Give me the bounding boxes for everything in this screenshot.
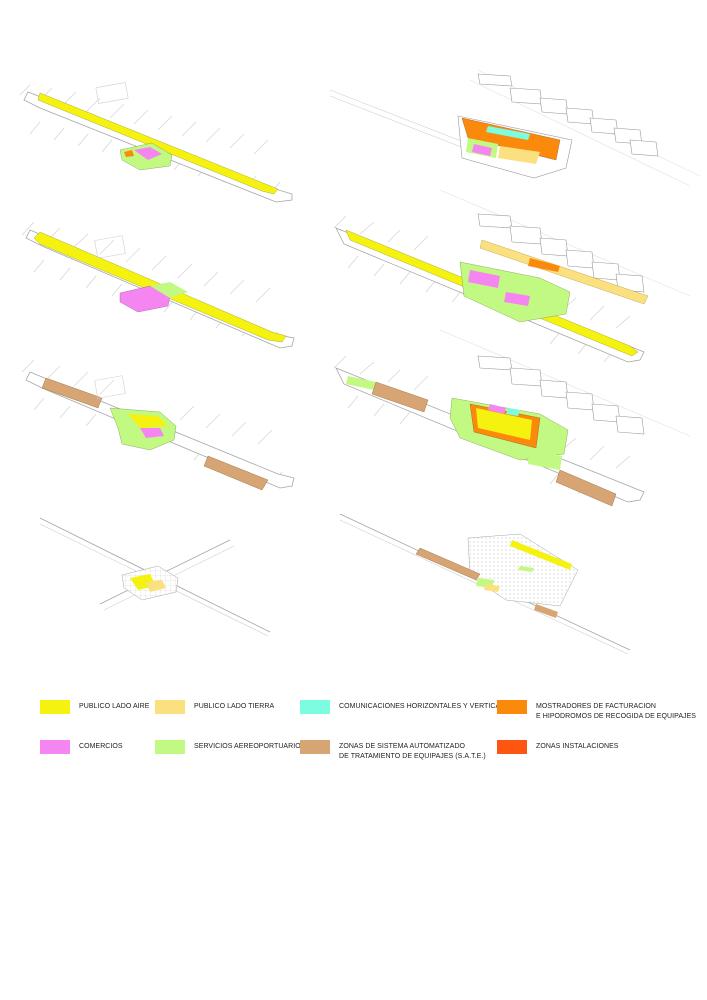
- legend-item-publico-lado-aire: PUBLICO LADO AIRE: [40, 700, 150, 714]
- legend-item-sate: ZONAS DE SISTEMA AUTOMATIZADO DE TRATAMI…: [300, 740, 486, 762]
- left-plan-level-3: [21, 359, 295, 491]
- sate-zone-west: [41, 377, 103, 409]
- legend-label: ZONAS INSTALACIONES: [536, 743, 619, 750]
- legend-swatch: [155, 740, 185, 754]
- legend-swatch: [155, 700, 185, 714]
- axonometric-plans: [19, 69, 701, 655]
- comercios-zone-2: [504, 292, 530, 306]
- publico-lado-aire-zone: [510, 540, 572, 570]
- right-plan-level-1: [329, 69, 701, 187]
- right-plan-level-2: [333, 189, 691, 363]
- legend: PUBLICO LADO AIRE PUBLICO LADO TIERRA COMU…: [0, 680, 707, 780]
- sate-zone-east: [203, 455, 269, 491]
- right-plan-level-4: [339, 513, 631, 655]
- left-plan-level-1: [19, 82, 293, 203]
- comunicaciones-zone: [486, 126, 530, 140]
- mostradores-zone: [124, 150, 134, 157]
- comercios-zone: [140, 428, 164, 438]
- legend-swatch: [497, 740, 527, 754]
- connector: [94, 235, 126, 259]
- comunicaciones-zone: [506, 408, 520, 416]
- right-plan-level-3: [333, 329, 691, 507]
- publico-lado-tierra-zone: [479, 239, 649, 305]
- legend-item-mostradores: MOSTRADORES DE FACTURACION E HIPODROMOS …: [497, 700, 697, 722]
- servicios-zone-2: [518, 566, 534, 572]
- publico-lado-aire-zone: [476, 408, 532, 440]
- gate-stands: [333, 355, 631, 503]
- legend-item-comunicaciones: COMUNICACIONES HORIZONTALES Y VERTICALES: [300, 700, 514, 714]
- sate-zone-east: [555, 469, 617, 507]
- legend-item-instalaciones: ZONAS INSTALACIONES: [497, 740, 619, 754]
- left-plan-level-4: [39, 517, 271, 637]
- legend-swatch: [40, 740, 70, 754]
- servicios-zone-south: [528, 450, 562, 470]
- publico-lado-aire-zone: [37, 92, 279, 195]
- parking-blocks: [477, 73, 659, 157]
- mostradores-zone: [461, 117, 561, 161]
- legend-label: SERVICIOS AEREOPORTUARIOS: [194, 743, 306, 750]
- connector: [94, 375, 126, 399]
- publico-lado-tierra-zone: [484, 584, 500, 592]
- comercios-zone: [468, 270, 500, 288]
- legend-label: MOSTRADORES DE FACTURACION E HIPODROMOS …: [536, 703, 697, 720]
- publico-lado-tierra-zone: [146, 580, 166, 592]
- legend-item-servicios: SERVICIOS AEREOPORTUARIOS: [155, 740, 306, 754]
- legend-swatch: [40, 700, 70, 714]
- connector: [95, 82, 129, 104]
- publico-lado-aire-zone: [128, 414, 168, 428]
- servicios-zone-west: [346, 376, 376, 390]
- gate-stands: [333, 215, 631, 363]
- legend-item-publico-lado-tierra: PUBLICO LADO TIERRA: [155, 700, 275, 714]
- sate-zone-2: [534, 604, 558, 618]
- legend-swatch: [300, 740, 330, 754]
- sate-zone-west: [371, 381, 429, 413]
- comercios-zone: [488, 404, 506, 414]
- legend-label: COMERCIOS: [79, 743, 123, 750]
- mostradores-zone: [528, 258, 560, 272]
- sate-zone: [415, 547, 481, 581]
- legend-label: ZONAS DE SISTEMA AUTOMATIZADO DE TRATAMI…: [339, 743, 486, 760]
- legend-label: PUBLICO LADO AIRE: [79, 703, 150, 710]
- parking-blocks: [477, 355, 645, 435]
- comercios-zone: [472, 144, 492, 156]
- publico-lado-tierra-zone: [498, 146, 540, 164]
- legend-swatch: [300, 700, 330, 714]
- left-plan-level-2: [21, 221, 295, 349]
- parking-blocks: [477, 213, 645, 293]
- comercios-zone: [134, 147, 162, 160]
- legend-label: PUBLICO LADO TIERRA: [194, 703, 275, 710]
- legend-swatch: [497, 700, 527, 714]
- servicios-zone: [150, 282, 188, 298]
- legend-label: COMUNICACIONES HORIZONTALES Y VERTICALES: [339, 703, 514, 710]
- legend-item-comercios: COMERCIOS: [40, 740, 123, 754]
